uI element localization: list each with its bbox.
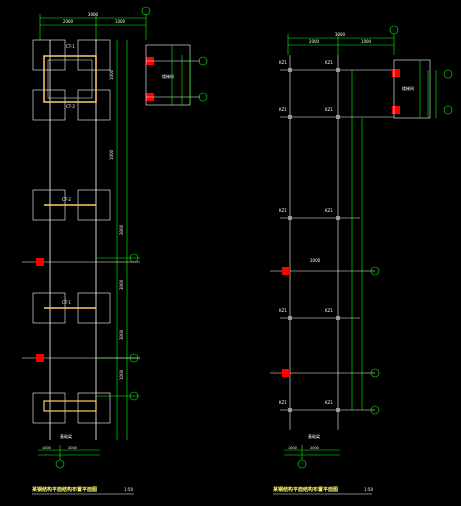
right-top-dim-total: 3000 <box>335 32 346 37</box>
right-kz-tags: KZ1 KZ1 KZ1 KZ1 KZ1 KZ1 KZ1 KZ1 KZ1 KZ1 <box>279 60 333 405</box>
right-plan: 3000 2000 1000 KZ1 KZ1 KZ1 KZ1 KZ1 KZ1 K… <box>270 25 453 495</box>
right-column-squares <box>288 68 340 412</box>
left-right-dim-6: 1000 <box>119 369 124 380</box>
right-bottom-dimensions <box>284 445 340 460</box>
left-pile-label-3: CT-2 <box>62 197 71 202</box>
left-top-dim-left: 2000 <box>63 19 74 24</box>
right-plan-title: 某钢结构平面结构布置平面图 <box>272 486 338 493</box>
left-plan-title: 某钢结构平面结构布置平面图 <box>31 486 97 493</box>
left-pile-label-4: CT-1 <box>62 300 71 305</box>
right-bottom-label: 基础梁 <box>308 433 320 439</box>
right-column-top-2 <box>392 106 400 114</box>
left-axis-bubble-top <box>141 6 151 16</box>
svg-text:KZ1: KZ1 <box>279 400 287 405</box>
left-plan: 3000 2000 1000 CT-1 CT-2 楼梯间 <box>22 6 208 495</box>
right-plan-scale: 1:50 <box>364 487 373 492</box>
left-bottom-dimensions <box>38 445 100 460</box>
left-bottom-dim-1: 1000 <box>42 446 51 450</box>
left-top-dim-right: 1000 <box>115 19 126 24</box>
svg-text:KZ1: KZ1 <box>279 208 287 213</box>
right-annex: 楼梯间 <box>393 59 453 119</box>
left-pile-label-1: CT-1 <box>66 44 75 49</box>
left-bottom-label: 基础梁 <box>60 433 72 439</box>
right-top-dim-left: 2000 <box>309 39 320 44</box>
left-right-dim-1: 1000 <box>109 69 114 80</box>
left-top-dim-total: 3000 <box>88 12 99 17</box>
right-span-label: 2000 <box>310 258 321 263</box>
left-column-mid-2 <box>36 354 44 362</box>
left-pile-label-2: CT-2 <box>66 104 75 109</box>
left-right-dimensions <box>96 40 140 440</box>
right-column-mid-1 <box>282 267 290 275</box>
left-beam-frame <box>43 55 97 103</box>
left-pile-cap-row-4 <box>32 392 111 424</box>
right-column-top-1 <box>392 69 400 77</box>
right-top-dimensions <box>287 34 395 55</box>
left-annex: 楼梯间 <box>145 44 208 106</box>
left-right-dim-3: 3000 <box>119 224 124 235</box>
right-beams <box>270 69 394 411</box>
left-plan-scale: 1:50 <box>124 487 133 492</box>
right-column-mid-2 <box>282 369 290 377</box>
svg-text:2000: 2000 <box>310 446 319 450</box>
left-right-dim-5: 3000 <box>119 329 124 340</box>
svg-text:KZ1: KZ1 <box>279 308 287 313</box>
left-bottom-dim-2: 2000 <box>68 446 77 450</box>
right-right-dimensions <box>351 70 363 410</box>
svg-text:楼梯间: 楼梯间 <box>402 85 414 91</box>
left-pile-cap-row-1 <box>32 39 111 121</box>
left-annex-label: 楼梯间 <box>162 73 174 79</box>
right-top-dim-right: 1000 <box>361 39 372 44</box>
svg-text:KZ1: KZ1 <box>325 308 333 313</box>
svg-text:KZ1: KZ1 <box>279 60 287 65</box>
left-column-mid-1 <box>36 258 44 266</box>
left-top-dimensions <box>39 14 147 40</box>
svg-text:KZ1: KZ1 <box>325 400 333 405</box>
svg-text:KZ1: KZ1 <box>325 107 333 112</box>
left-right-dim-2: 1000 <box>109 149 114 160</box>
svg-text:KZ1: KZ1 <box>279 107 287 112</box>
svg-text:KZ1: KZ1 <box>325 60 333 65</box>
left-right-dim-4: 3000 <box>119 279 124 290</box>
svg-text:KZ1: KZ1 <box>325 208 333 213</box>
svg-text:1000: 1000 <box>288 446 297 450</box>
